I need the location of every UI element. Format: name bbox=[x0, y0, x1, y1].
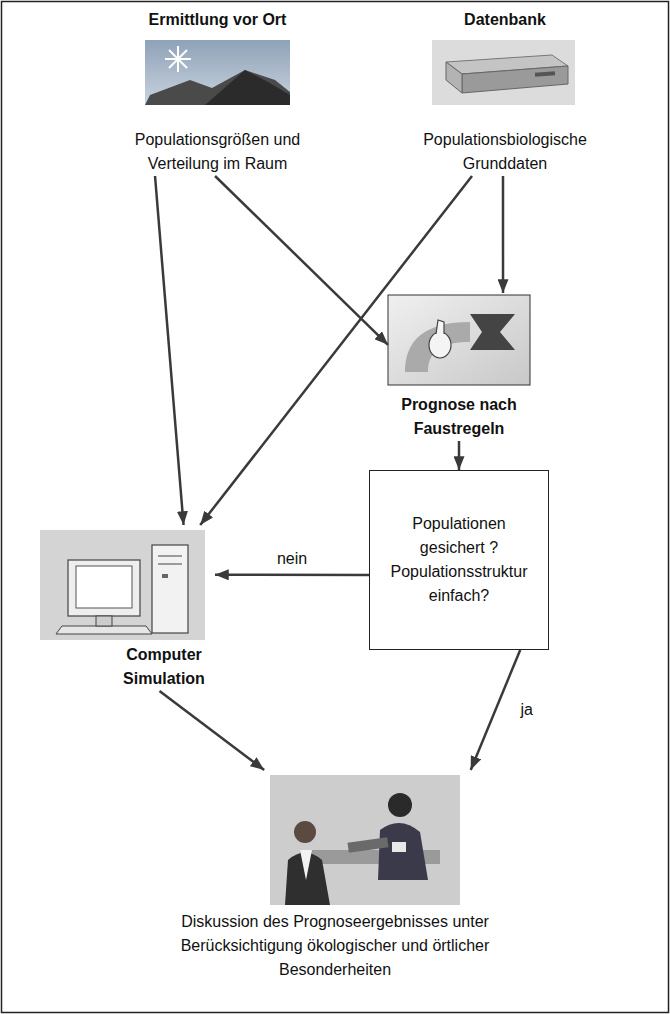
forecast-node: Prognose nach Faustregeln bbox=[388, 293, 530, 441]
decision-box: Populationen gesichert ? Populationsstru… bbox=[369, 470, 549, 650]
flow-arrow bbox=[215, 176, 388, 345]
node-heading: Datenbank bbox=[405, 8, 605, 32]
computer-picture bbox=[40, 530, 205, 640]
node-text: Populationen gesichert ? Populationsstru… bbox=[380, 512, 538, 608]
landscape-picture bbox=[145, 40, 290, 105]
discussion-node: Diskussion des Prognoseergebnisses unter… bbox=[40, 770, 630, 982]
node-heading: Ermittlung vor Ort bbox=[95, 8, 340, 32]
flow-arrow bbox=[160, 691, 265, 770]
simulation-node: Computer Simulation bbox=[30, 525, 215, 691]
flow-arrow bbox=[215, 574, 369, 577]
node-text: Populationsbiologische Grunddaten bbox=[407, 128, 603, 176]
node-text: Populationsgrößen und Verteilung im Raum bbox=[108, 128, 328, 176]
node-text: Prognose nach Faustregeln bbox=[388, 393, 530, 441]
node-text: Diskussion des Prognoseergebnisses unter… bbox=[140, 910, 530, 982]
flow-arrow bbox=[502, 176, 505, 293]
survey-node: Ermittlung vor OrtPopulationsgrößen und … bbox=[95, 6, 340, 176]
discussion-photo bbox=[270, 775, 460, 905]
flow-arrow bbox=[458, 441, 461, 470]
flow-arrow bbox=[471, 650, 521, 770]
node-text: Computer Simulation bbox=[116, 643, 212, 691]
edge-label: ja bbox=[517, 700, 535, 720]
database-picture bbox=[432, 40, 575, 105]
flow-arrow bbox=[155, 176, 184, 525]
thumb-rule-picture bbox=[388, 295, 530, 385]
database-node: DatenbankPopulationsbiologische Grunddat… bbox=[405, 6, 605, 176]
edge-label: nein bbox=[274, 549, 310, 569]
